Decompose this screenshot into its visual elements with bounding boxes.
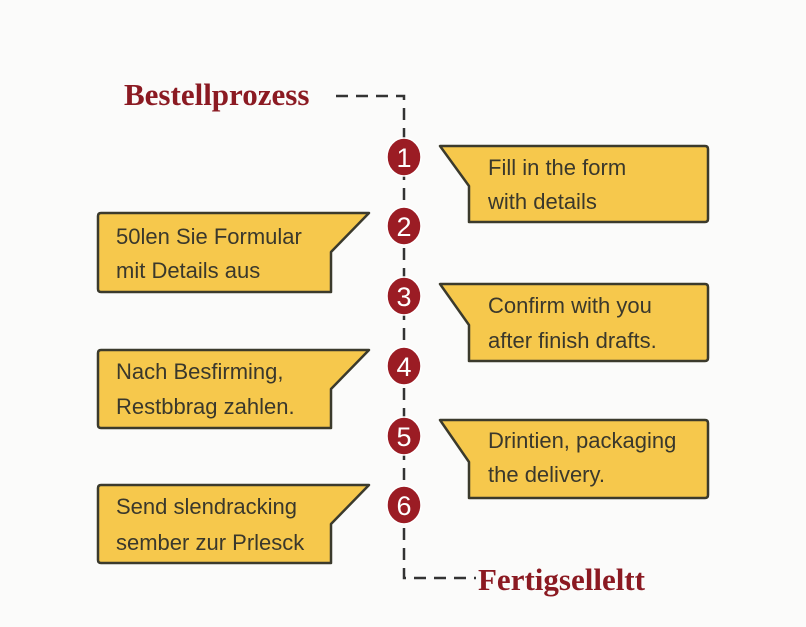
- step-5-marker: 5: [386, 416, 422, 456]
- step-2-marker: 2: [386, 206, 422, 246]
- step-2-number: 2: [396, 212, 411, 242]
- step-3-callout: Confirm with you after finish drafts.: [438, 282, 710, 363]
- step-1-number: 1: [396, 143, 411, 173]
- step-4-marker: 4: [386, 346, 422, 386]
- step-1-line-1: Fill in the form: [488, 155, 626, 180]
- step-3-marker: 3: [386, 276, 422, 316]
- step-3-line-2: after finish drafts.: [488, 328, 657, 353]
- start-label: Bestellprozess: [124, 77, 309, 112]
- step-4-callout: Nach Besfirming, Restbbrag zahlen.: [96, 348, 371, 430]
- step-2-line-2: mit Details aus: [116, 258, 260, 283]
- step-2-callout: 50len Sie Formular mit Details aus: [96, 211, 371, 294]
- step-4-number: 4: [396, 352, 411, 382]
- step-6-line-2: sember zur Prlesck: [116, 530, 305, 555]
- step-6-callout: Send slendracking sember zur Prlesck: [96, 483, 371, 565]
- step-4-line-2: Restbbrag zahlen.: [116, 394, 295, 419]
- end-label: Fertigselleltt: [478, 562, 646, 597]
- step-3-number: 3: [396, 282, 411, 312]
- step-1-marker: 1: [386, 137, 422, 177]
- step-5-callout: Drintien, packaging the delivery.: [438, 418, 710, 500]
- flow-connector-line: [336, 94, 476, 580]
- step-2-line-1: 50len Sie Formular: [116, 224, 302, 249]
- step-5-number: 5: [396, 422, 411, 452]
- step-6-marker: 6: [386, 485, 422, 525]
- step-5-line-1: Drintien, packaging: [488, 428, 676, 453]
- step-6-line-1: Send slendracking: [116, 494, 297, 519]
- step-6-number: 6: [396, 491, 411, 521]
- step-4-line-1: Nach Besfirming,: [116, 359, 284, 384]
- step-1-line-2: with details: [487, 189, 597, 214]
- step-5-line-2: the delivery.: [488, 462, 605, 487]
- step-3-line-1: Confirm with you: [488, 293, 652, 318]
- step-1-callout: Fill in the form with details: [438, 144, 710, 224]
